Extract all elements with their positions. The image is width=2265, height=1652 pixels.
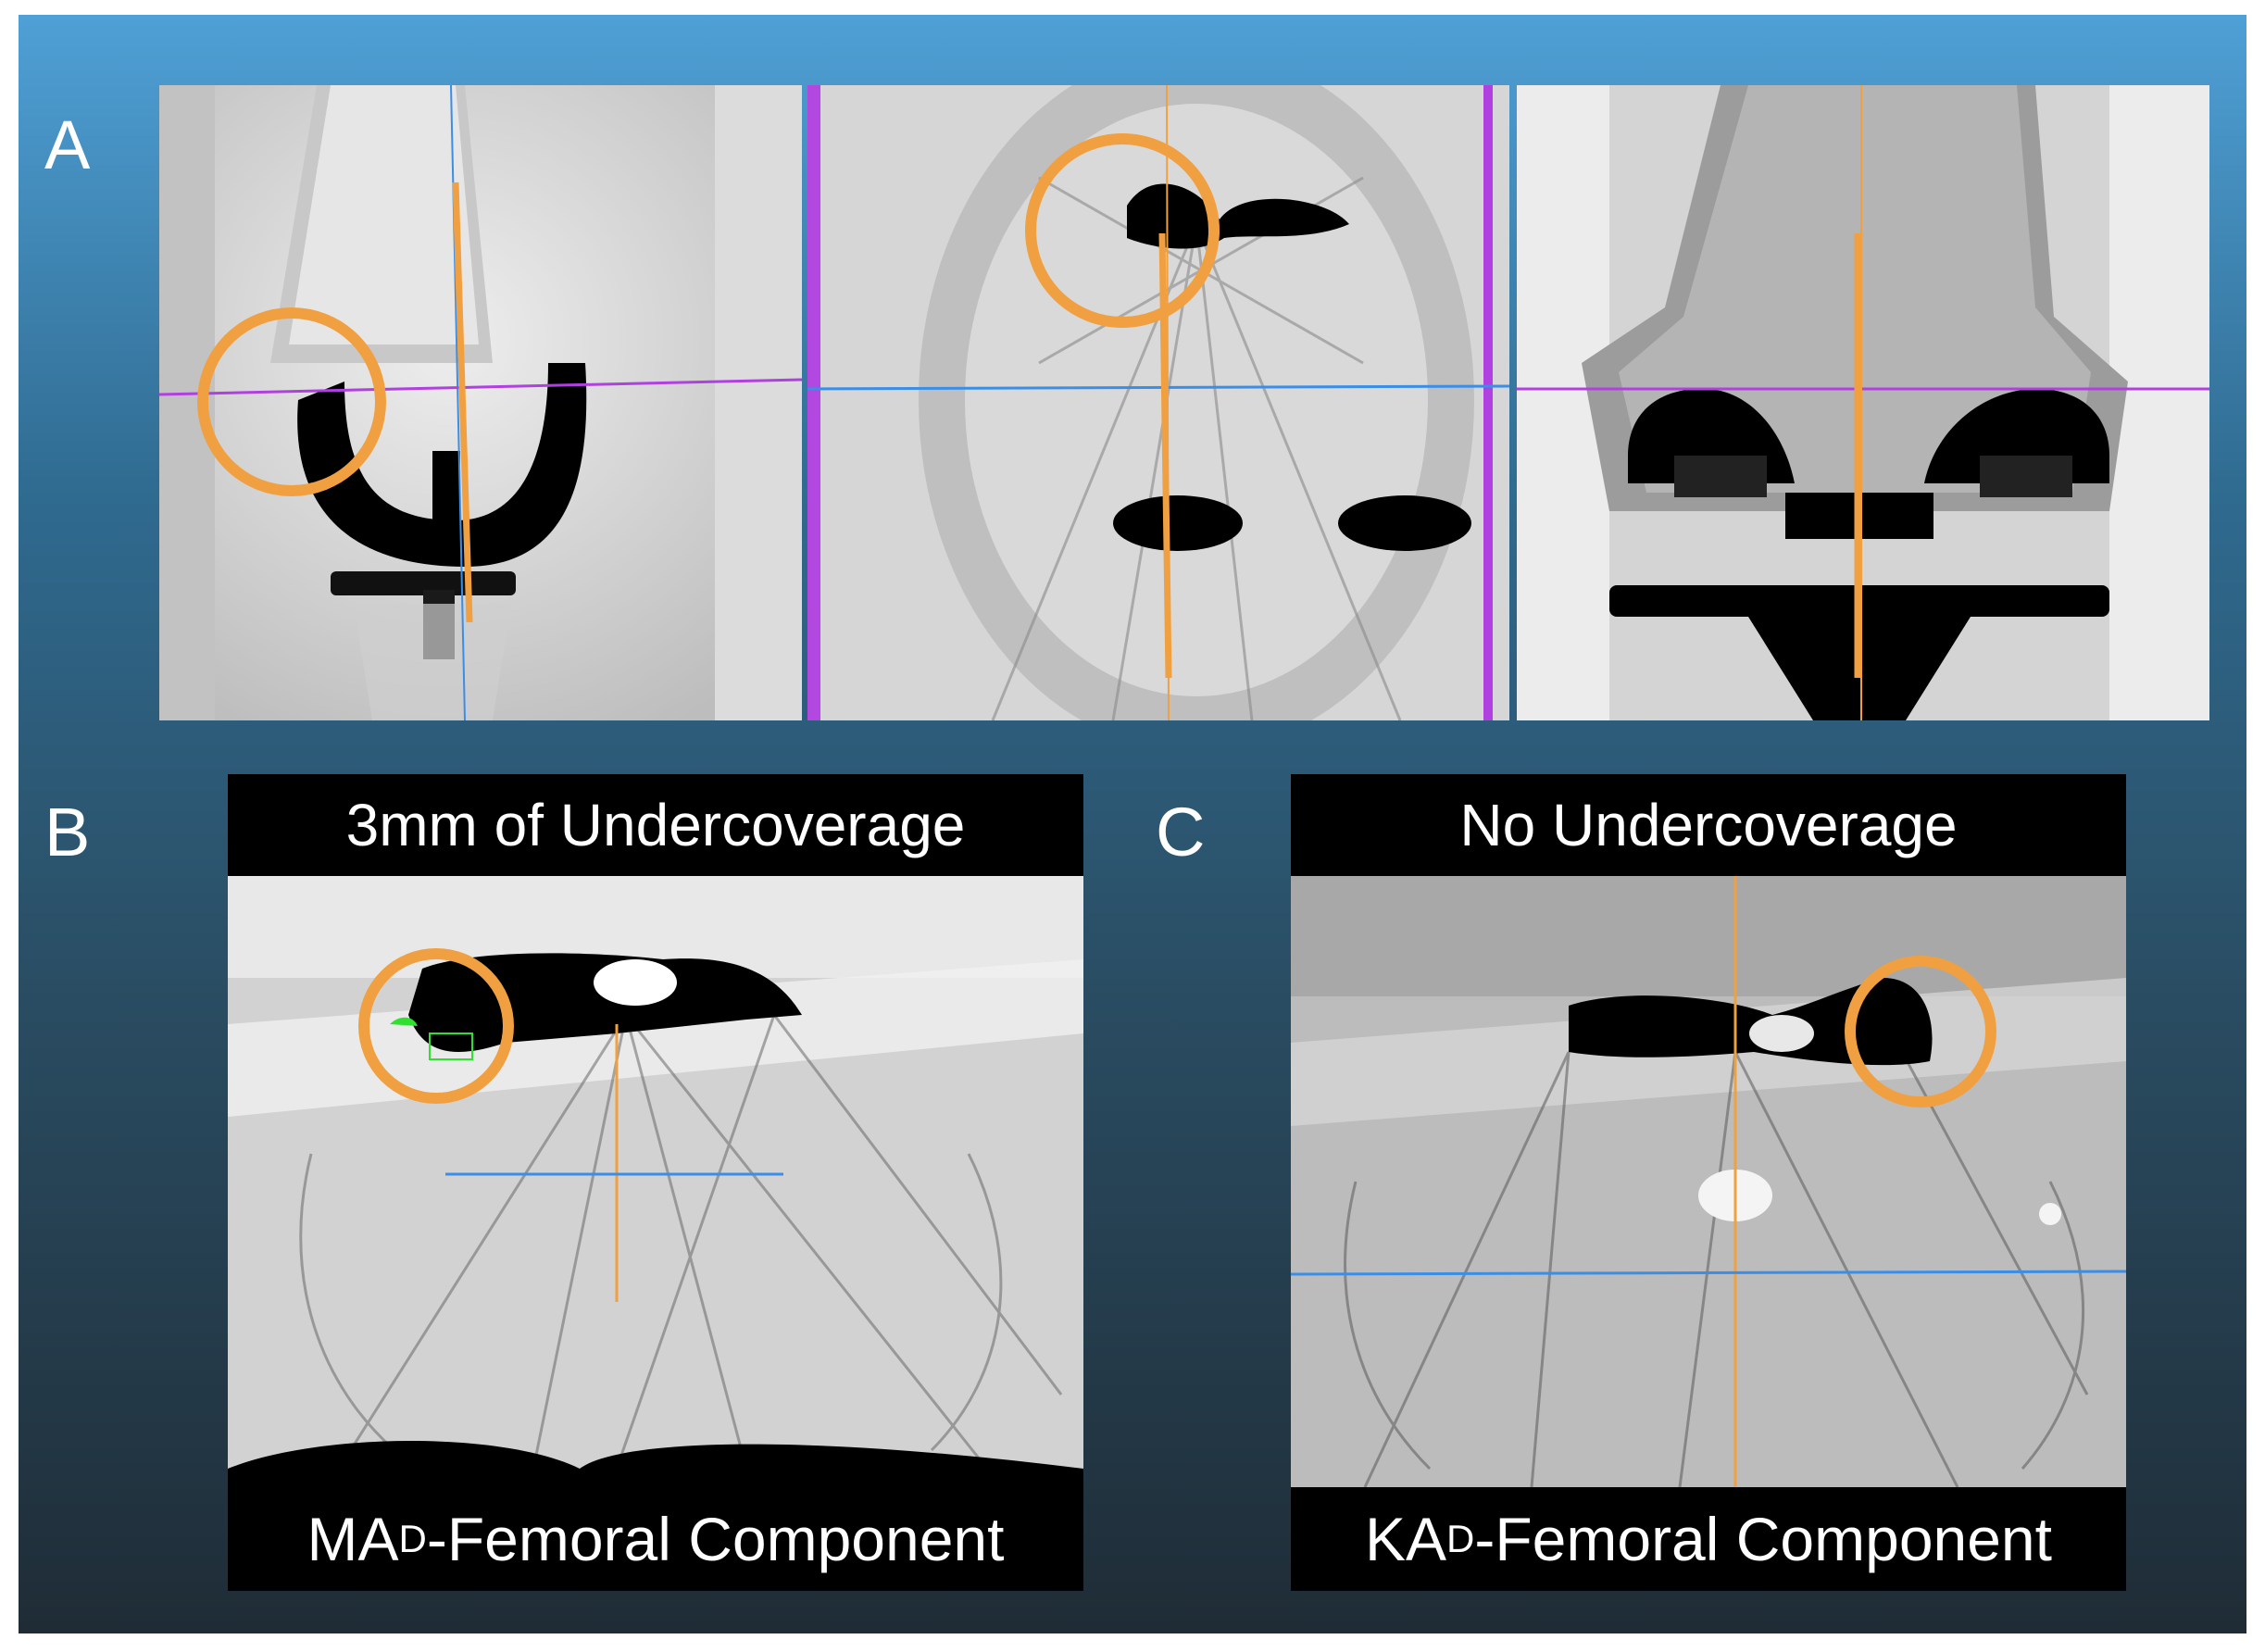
panel-a-label: A [44,106,91,183]
figure-slide: A B C [19,15,2246,1633]
panel-c-ct-image [1291,876,2126,1487]
panel-c-caption-prefix: KA [1365,1505,1447,1573]
panel-b-ct-image [228,876,1083,1487]
panel-a-axial-view [807,85,1509,720]
panel-c-caption-suffix: -Femoral Component [1474,1505,2052,1573]
panel-b-label: B [44,794,91,870]
panel-b-top-caption: 3mm of Undercoverage [228,774,1083,876]
panel-b-caption-subscript: D [398,1517,427,1560]
panel-c-top-caption: No Undercoverage [1291,774,2126,876]
panel-a-sagittal-view [159,85,802,720]
panel-b-caption-suffix: -Femoral Component [426,1505,1005,1573]
panel-a-coronal-view [1517,85,2209,720]
panel-b-caption-prefix: MA [307,1505,399,1573]
panel-c-label: C [1156,794,1206,870]
panel-c-caption-subscript: D [1446,1517,1475,1560]
